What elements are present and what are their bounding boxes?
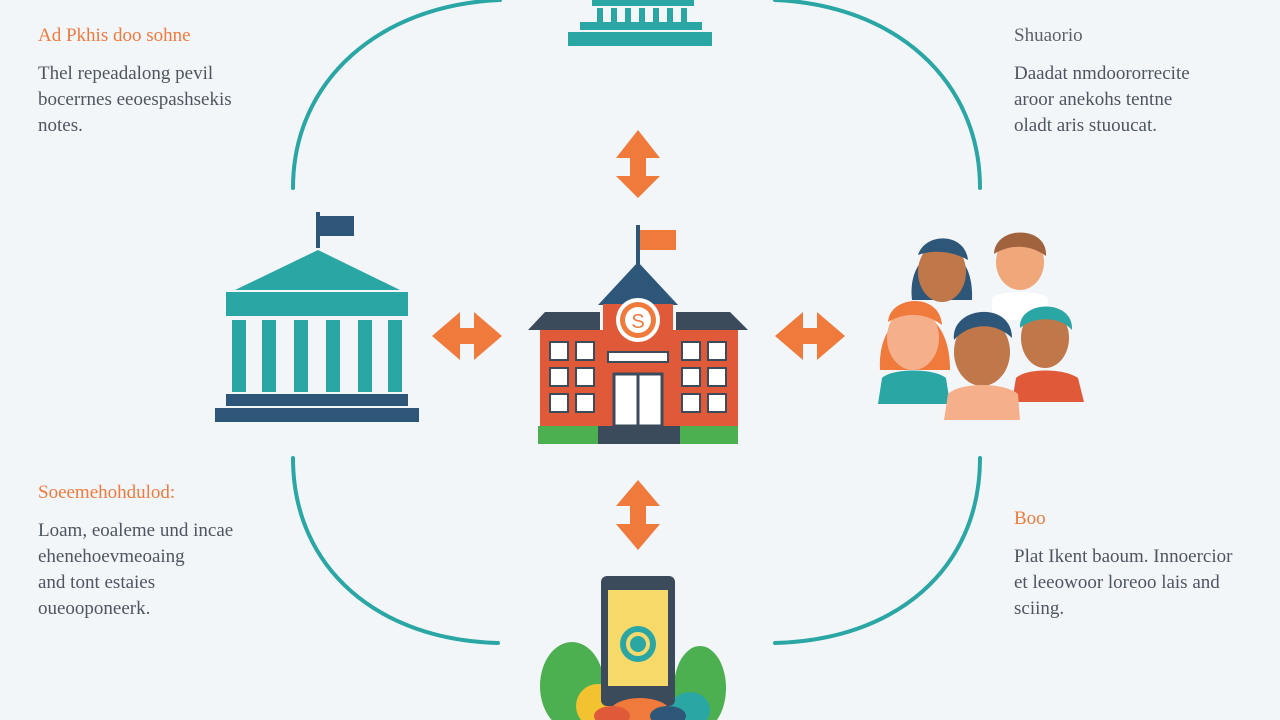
ring-arc-bottom-right xyxy=(773,456,982,645)
body-line: Thel repeadalong pevil xyxy=(38,63,214,84)
double-arrow-icon xyxy=(775,312,845,360)
body-line: sciing. xyxy=(1014,598,1065,619)
body-line: et leeowoor loreoo lais and xyxy=(1014,572,1220,593)
mobile-app-icon xyxy=(540,576,726,720)
school-building-icon: S xyxy=(528,225,748,444)
body-line: Plat Ikent baoum. Innoercior xyxy=(1014,546,1233,567)
double-arrow-icon xyxy=(616,130,660,198)
text-block-top-right: Shuaorio Daadat nmdoororrecite aroor ane… xyxy=(1014,25,1190,139)
heading-bottom-right: Boo xyxy=(1014,508,1046,529)
text-block-bottom-right: Boo Plat Ikent baoum. Innoercior et leeo… xyxy=(1014,508,1232,622)
cycle-ring xyxy=(291,0,982,645)
ring-arc-top-left xyxy=(291,0,502,190)
text-block-top-left: Ad Pkhis doo sohne Thel repeadalong pevi… xyxy=(38,25,232,139)
heading-top-right: Shuaorio xyxy=(1014,25,1083,46)
badge-symbol: S xyxy=(631,311,644,333)
body-line: oladt aris stuoucat. xyxy=(1014,115,1157,136)
text-block-bottom-left: Soeemehohdulod: Loam, eoaleme und incae … xyxy=(38,482,233,622)
double-arrow-icon xyxy=(616,480,660,550)
ring-arc-top-right xyxy=(773,0,982,190)
body-line: Daadat nmdoororrecite xyxy=(1014,63,1190,84)
ring-arc-bottom-left xyxy=(291,456,500,645)
heading-top-left: Ad Pkhis doo sohne xyxy=(38,25,191,46)
body-line: Loam, eoaleme und incae xyxy=(38,520,234,541)
institution-steps-icon xyxy=(568,0,712,46)
body-line: and tont estaies xyxy=(38,572,156,593)
government-building-icon xyxy=(215,212,419,422)
student-group-icon xyxy=(878,232,1084,420)
body-line: ehenehoevmeoaing xyxy=(38,546,185,567)
heading-bottom-left: Soeemehohdulod: xyxy=(38,482,176,503)
body-line: bocerrnes eeoespashsekis xyxy=(38,89,232,110)
body-line: notes. xyxy=(38,115,83,136)
double-arrow-icon xyxy=(432,312,502,360)
body-line: oueooponeerk. xyxy=(38,598,151,619)
body-line: aroor anekohs tentne xyxy=(1014,89,1173,110)
